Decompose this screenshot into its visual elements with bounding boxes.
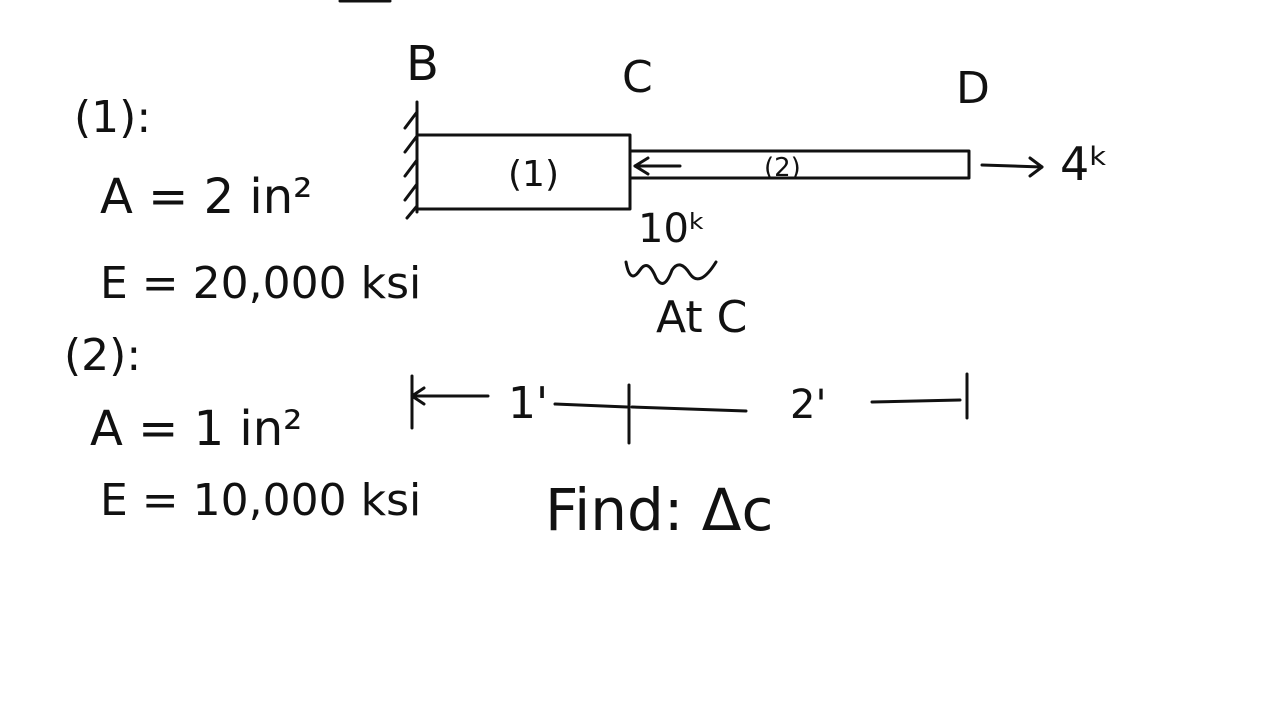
member-1-modulus: E = 20,000 ksi [100,258,421,309]
dimension-cd-label: 2' [790,382,826,428]
dimension-bc-label: 1' [508,378,548,429]
point-b-label: B [406,36,439,92]
bar-segment-1-label: (1) [508,154,559,195]
point-c-label: C [622,52,653,103]
wall-hatch [403,110,419,220]
load-arrow-at-c [633,156,682,176]
load-arrow-c-head [633,156,650,176]
load-at-c-squiggle [624,260,718,285]
task-statement: Find: Δc [545,476,773,544]
member-2-modulus: E = 10,000 ksi [100,475,421,526]
member-2-heading: (2): [64,330,141,381]
dimension-cd-left [630,405,748,413]
member-2-area: A = 1 in² [90,401,302,457]
bar-segment-1 [415,133,632,211]
member-1-properties: (1): A = 2 in² E = 20,000 ksi [74,92,421,309]
fixed-support [403,100,419,220]
load-arrow-at-d [980,156,1044,178]
member-1-area: A = 2 in² [100,169,312,225]
load-at-d-value: 4ᵏ [1060,137,1109,191]
bar-segment-2 [628,149,971,180]
load-arrow-d-shaft [980,163,1044,169]
load-arrow-d-head [1028,156,1044,178]
point-d-label: D [956,63,990,114]
dimension-cd-right [870,398,962,404]
load-at-c-note: At C [656,292,747,343]
dimension-line [410,372,969,445]
dimension-bc-arrowhead [410,386,426,406]
bar-segment-2-label: (2) [764,153,801,183]
member-1-heading: (1): [74,92,151,143]
member-2-properties: (2): A = 1 in² E = 10,000 ksi [64,330,421,526]
dimension-bc-right [553,402,629,409]
load-at-c-value: 10ᵏ [638,206,706,252]
